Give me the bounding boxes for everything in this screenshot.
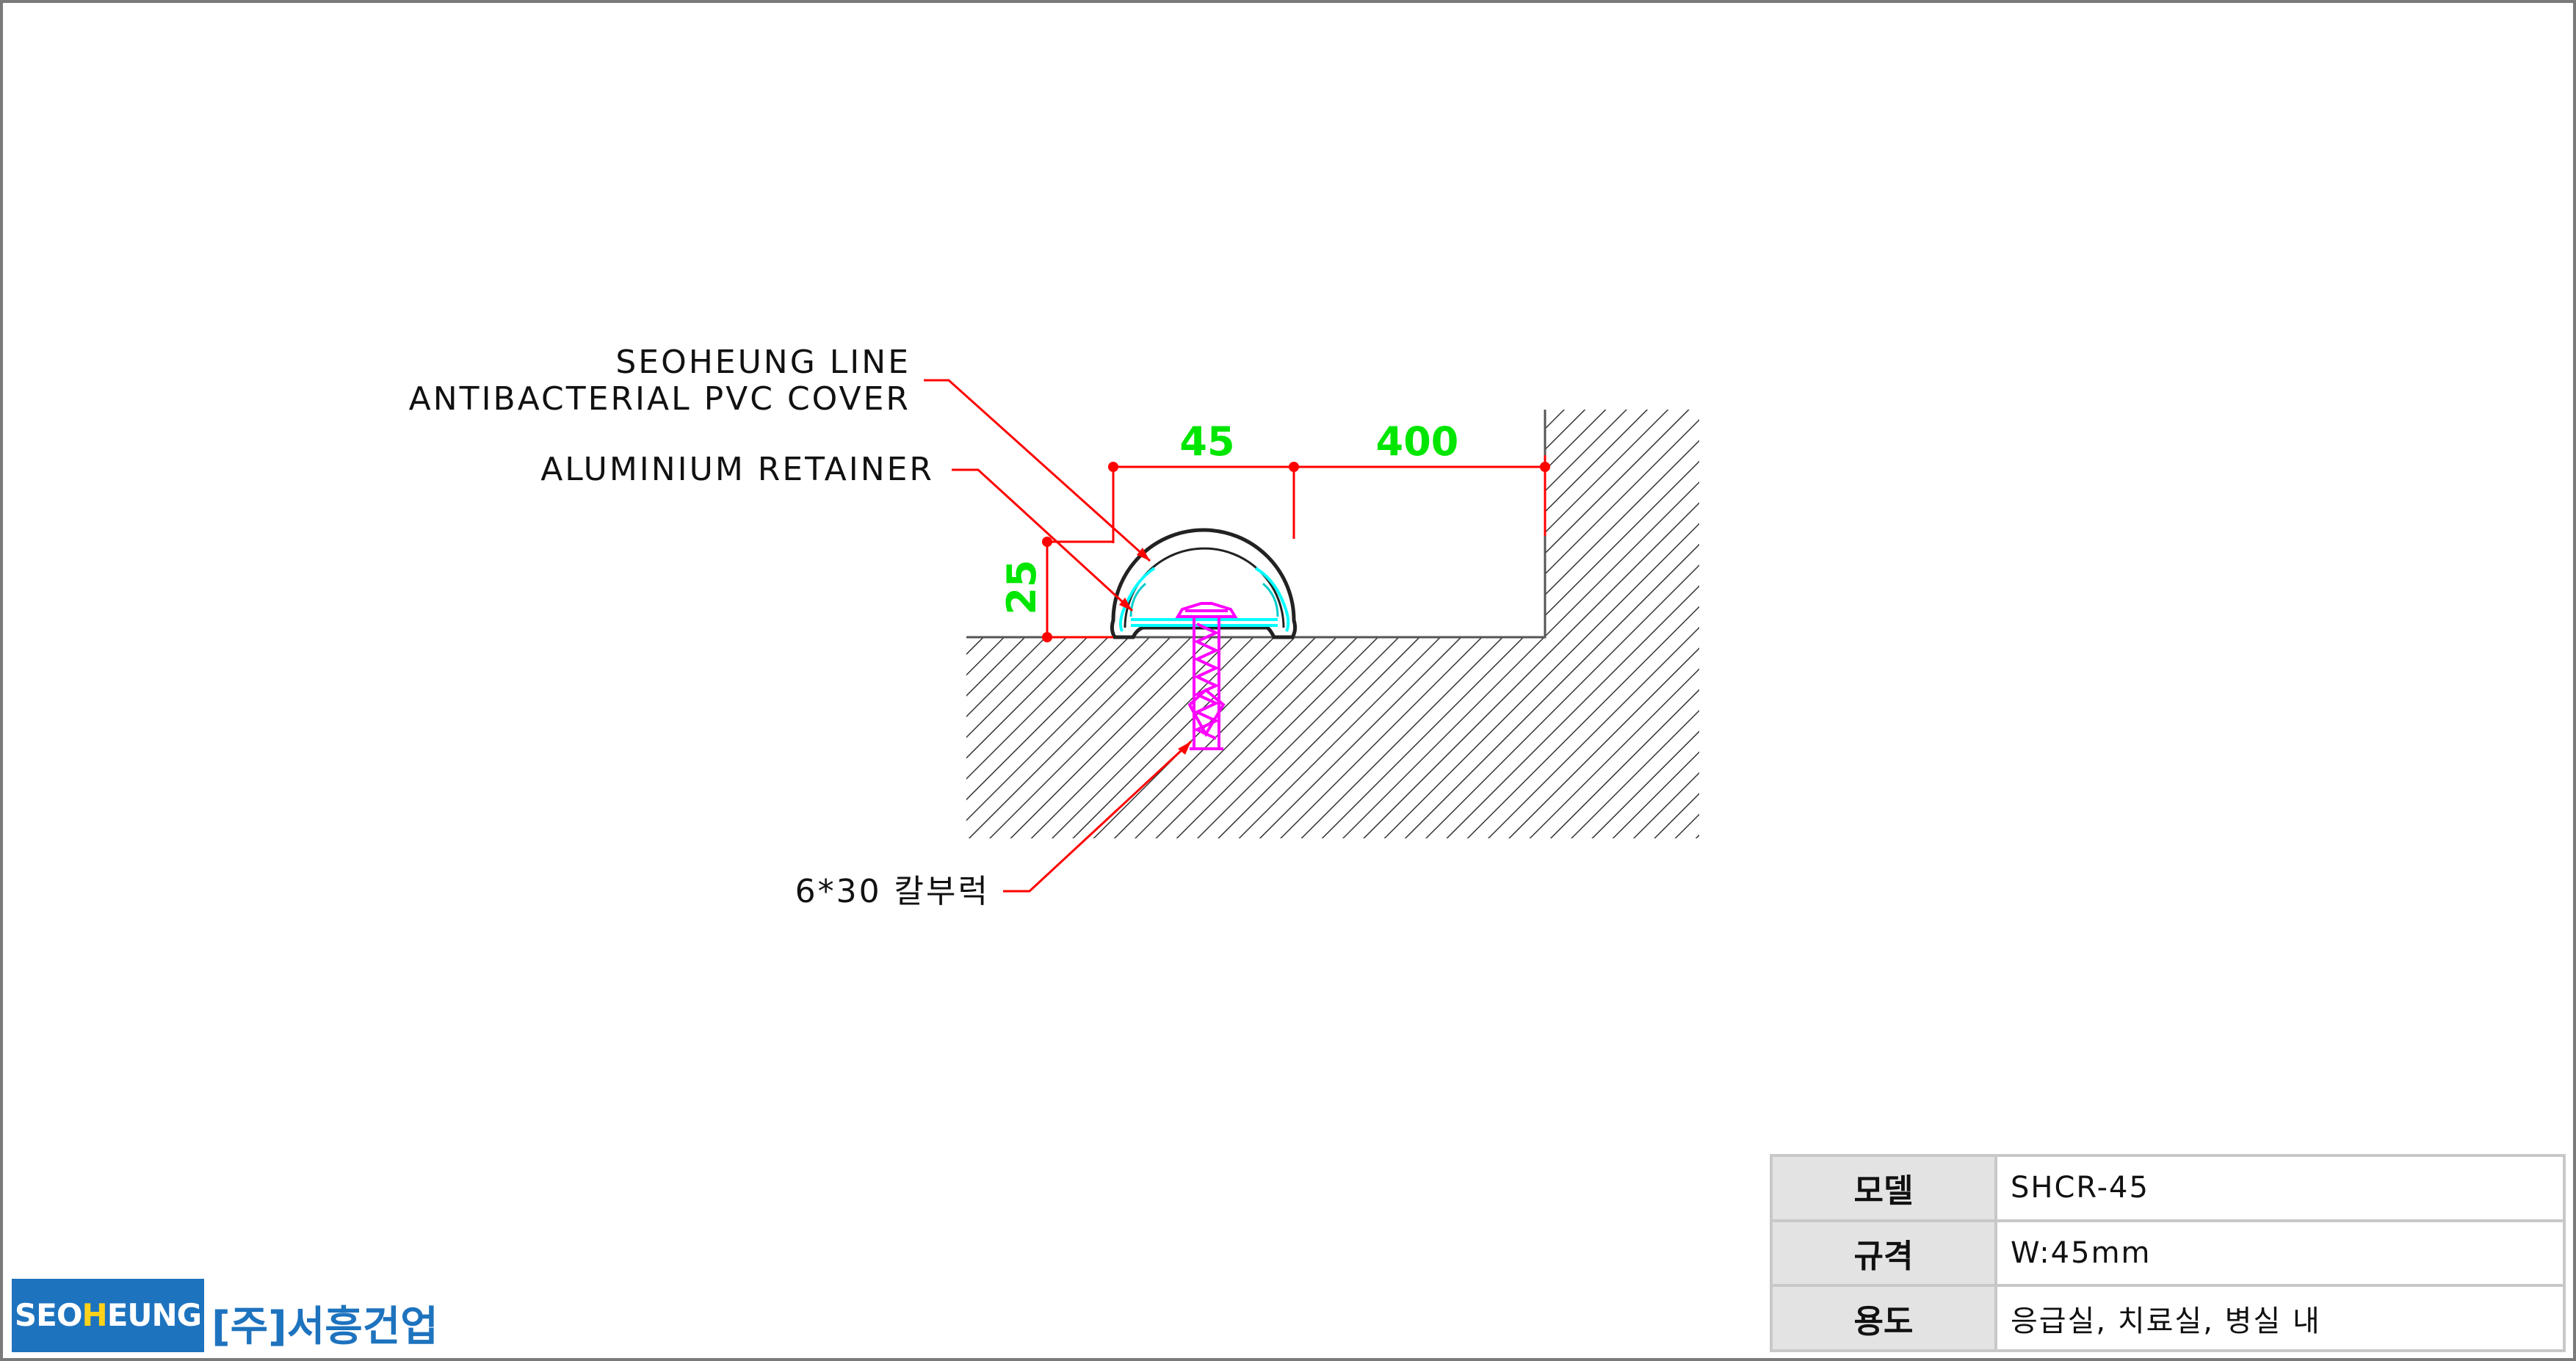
spec-table: 모델 SHCR-45 규격 W:45mm 용도 응급실, 치료실, 병실 내: [1770, 1154, 2566, 1352]
spec-key-size: 규격: [1770, 1219, 1997, 1288]
spec-key-model: 모델: [1770, 1154, 1997, 1222]
leader-arrows: [1119, 548, 1191, 755]
callout-cover-line2: ANTIBACTERIAL PVC COVER: [409, 380, 911, 418]
wall-floor-hatch: [966, 410, 1699, 838]
aluminium-retainer-inner: [1129, 582, 1279, 617]
dimension-height: 25: [999, 559, 1045, 614]
spec-row-model: 모델 SHCR-45: [1770, 1154, 2566, 1222]
brand-text-accent: H: [82, 1297, 108, 1333]
callout-cover-line1: SEOHEUNG LINE: [615, 344, 911, 381]
brand-text-pre: SEO: [14, 1297, 83, 1333]
screw-anchor: [1175, 602, 1238, 750]
brand-logo-box: SEOHEUNG: [12, 1279, 204, 1352]
callout-retainer: ALUMINIUM RETAINER: [540, 451, 934, 488]
spec-row-size: 규격 W:45mm: [1770, 1219, 2566, 1288]
leader-lines: [924, 379, 1193, 893]
dimension-lines: [1046, 455, 1546, 639]
dimension-offset: 400: [1376, 418, 1459, 465]
spec-value-usage: 응급실, 치료실, 병실 내: [1994, 1284, 2566, 1352]
spec-row-usage: 용도 응급실, 치료실, 병실 내: [1770, 1284, 2566, 1352]
dimension-width: 45: [1179, 418, 1234, 465]
spec-value-model: SHCR-45: [1994, 1154, 2566, 1222]
brand-text-post: EUNG: [106, 1297, 202, 1333]
dimension-ticks: [1042, 462, 1550, 642]
callout-anchor: 6*30 칼부럭: [795, 873, 990, 910]
spec-value-size: W:45mm: [1994, 1219, 2566, 1288]
spec-key-usage: 용도: [1770, 1284, 1997, 1352]
company-name: [주]서흥건업: [211, 1303, 438, 1351]
aluminium-retainer: [1119, 567, 1290, 632]
